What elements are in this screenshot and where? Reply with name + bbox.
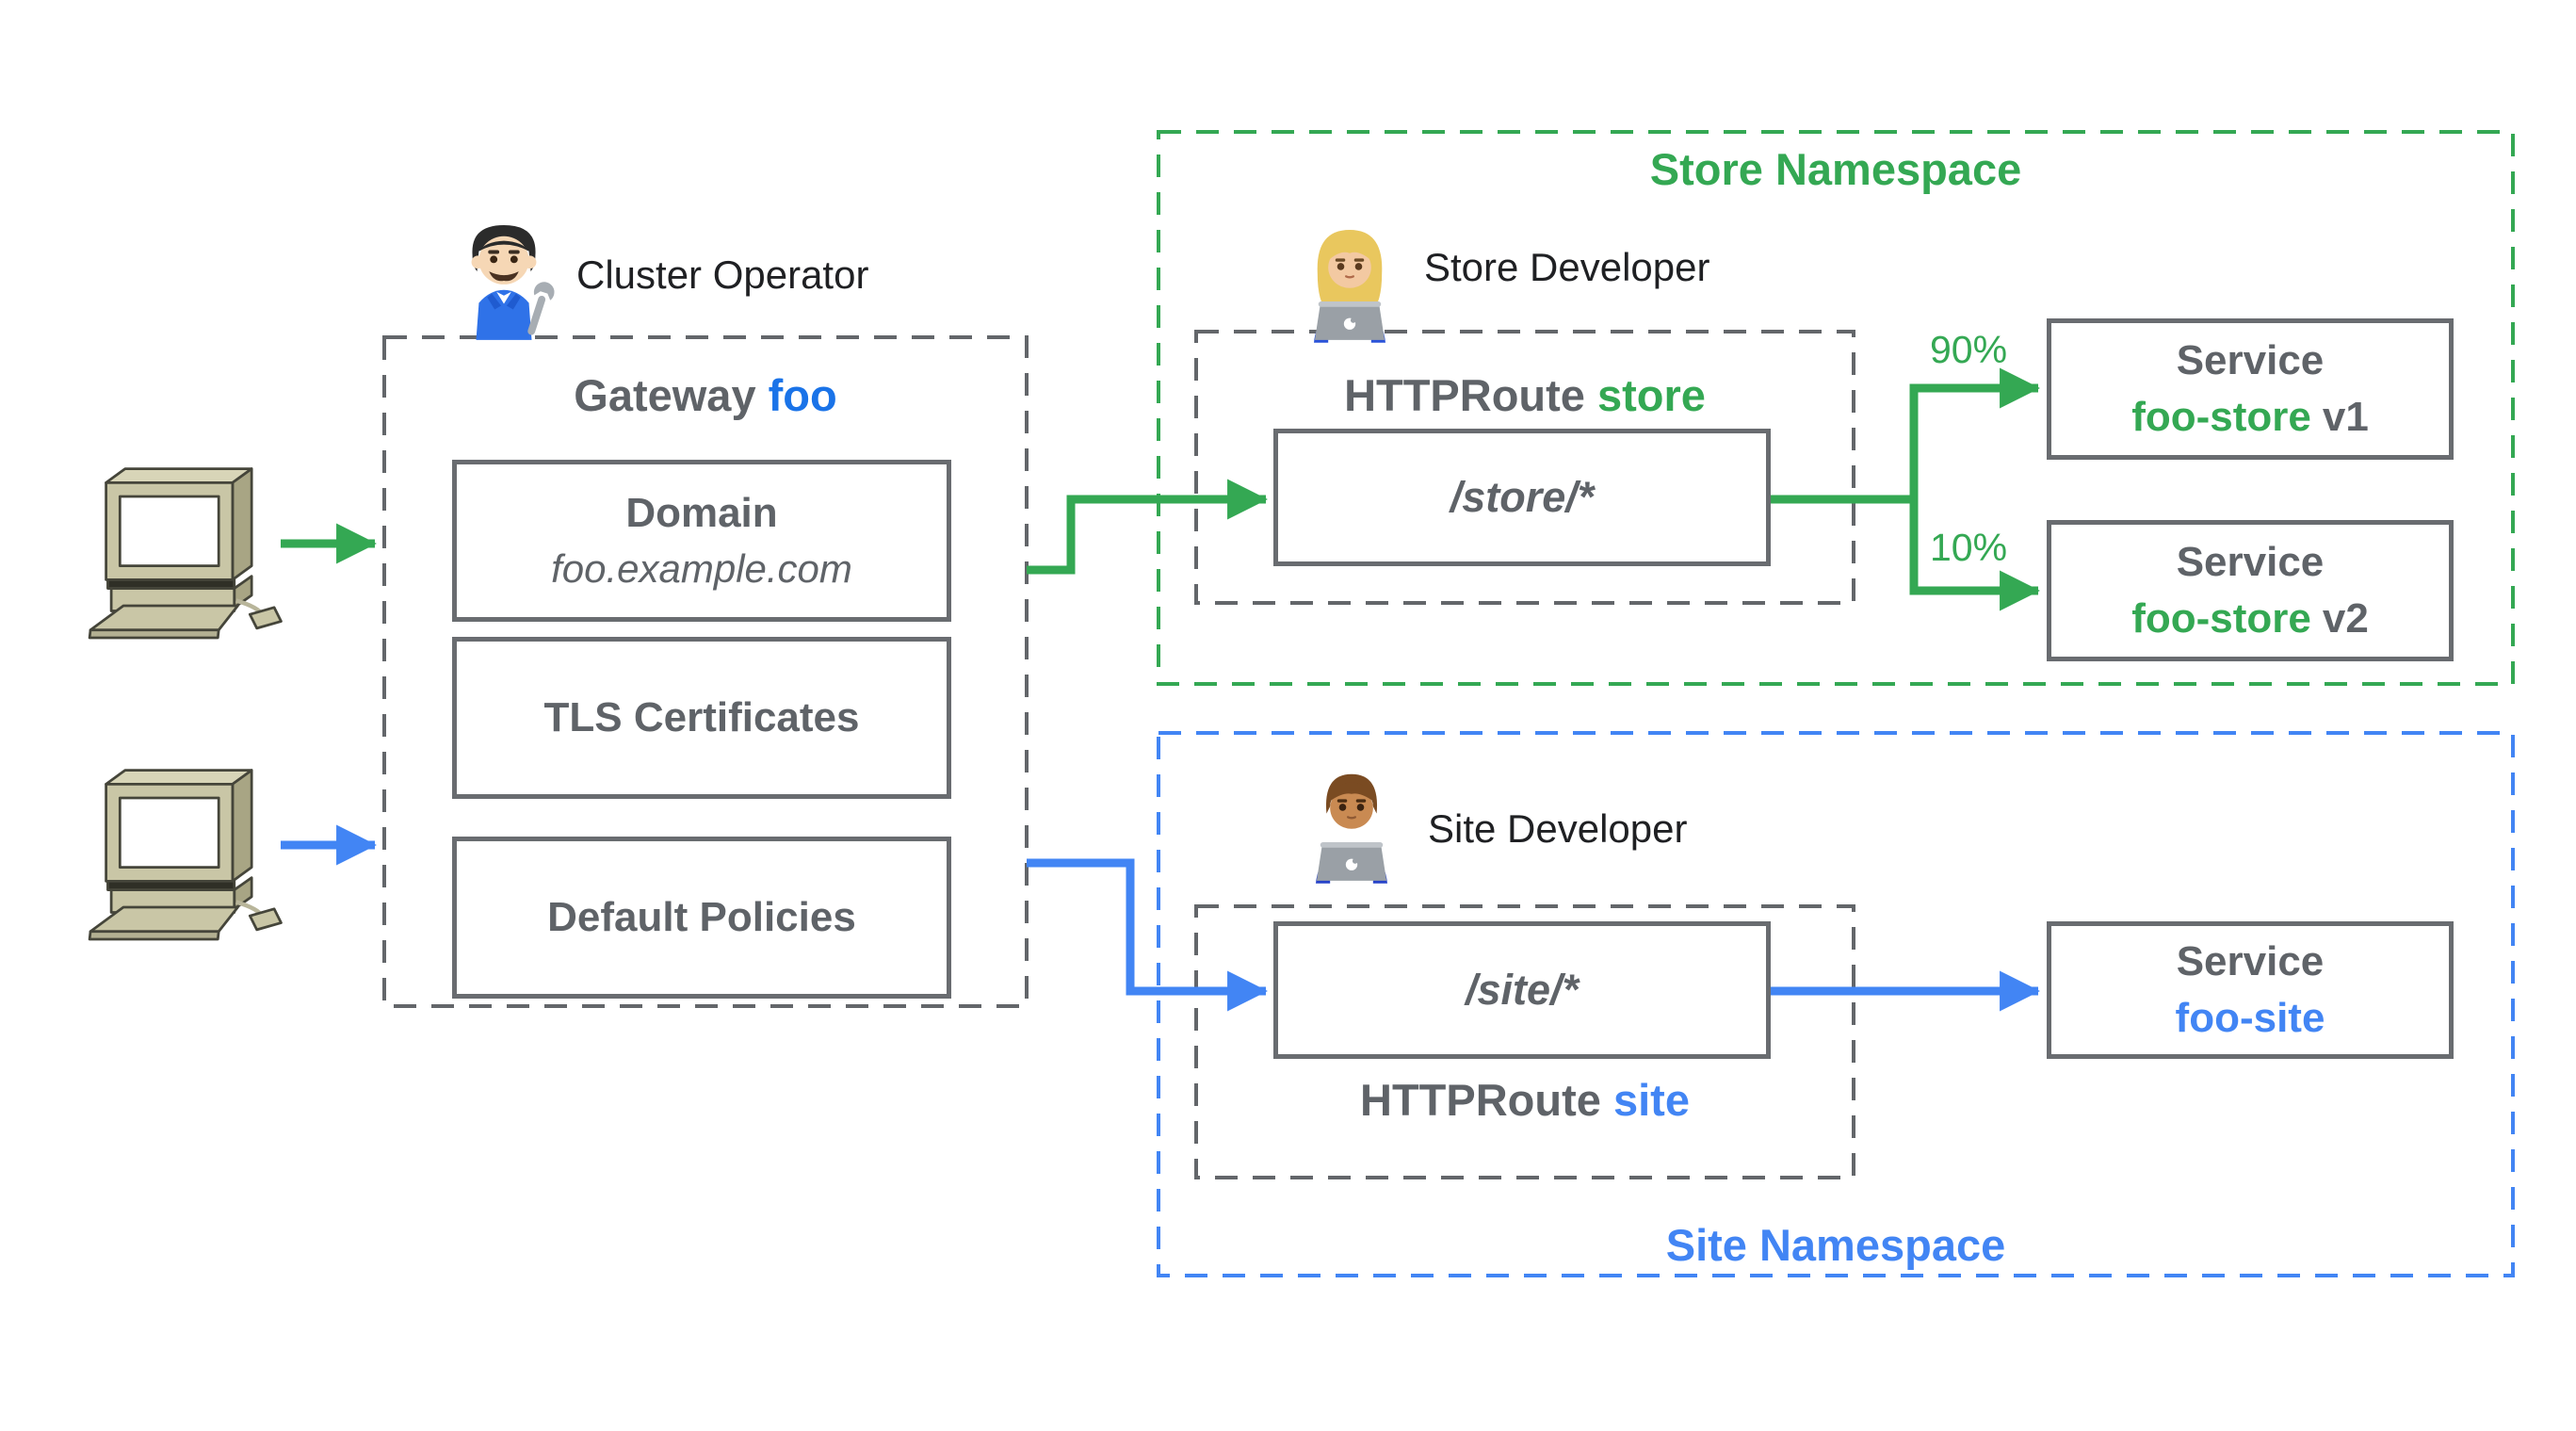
gateway-title: Gateway foo: [384, 369, 1027, 422]
cluster-operator-label: Cluster Operator: [576, 252, 869, 297]
domain-box-value: foo.example.com: [551, 546, 852, 591]
store-developer-icon: [1314, 230, 1385, 343]
traffic-weight-90: 90%: [1929, 328, 2008, 371]
httproute-site-name: site: [1612, 1075, 1690, 1125]
cluster-operator-icon: [471, 224, 555, 340]
service-site-name: foo-site: [2176, 995, 2325, 1042]
site-path-box: /site/*: [1273, 921, 1771, 1059]
site-path-label: /site/*: [1465, 966, 1580, 1014]
client-computer-icon-bottom: [88, 769, 283, 941]
service-v2-title: Service: [2176, 539, 2325, 585]
site-developer-icon: [1316, 773, 1387, 884]
service-v2-version: v2: [2322, 595, 2369, 642]
client-computer-icon-top: [88, 467, 283, 640]
site-namespace-label: Site Namespace: [1665, 1220, 2006, 1270]
default-policies-label: Default Policies: [547, 894, 856, 940]
service-v1-name-line: foo-store v1: [2131, 394, 2369, 441]
traffic-weight-10: 10%: [1929, 526, 2008, 569]
service-v1-title: Service: [2176, 337, 2325, 383]
gateway-title-name: foo: [768, 370, 837, 420]
service-foo-store-v1-box: Service foo-store v1: [2047, 318, 2454, 460]
service-v1-version: v1: [2322, 394, 2369, 440]
service-foo-site-box: Service foo-site: [2047, 921, 2454, 1059]
httproute-store-title: HTTPRoute store: [1196, 369, 1854, 422]
arrow-gateway-to-store-route: [1027, 479, 1268, 575]
service-v2-name: foo-store: [2131, 595, 2311, 642]
store-namespace-label: Store Namespace: [1649, 144, 2022, 194]
domain-box-title: Domain: [625, 490, 778, 536]
store-path-box: /store/*: [1273, 429, 1771, 566]
domain-box: Domain foo.example.com: [452, 460, 951, 622]
site-developer-label: Site Developer: [1428, 806, 1688, 851]
httproute-site-title: HTTPRoute site: [1196, 1074, 1854, 1127]
default-policies-box: Default Policies: [452, 837, 951, 999]
httproute-site-prefix: HTTPRoute: [1360, 1075, 1601, 1125]
tls-certificates-box: TLS Certificates: [452, 637, 951, 799]
service-v1-name: foo-store: [2131, 394, 2311, 440]
service-site-title: Service: [2176, 938, 2325, 984]
service-foo-store-v2-box: Service foo-store v2: [2047, 520, 2454, 661]
store-developer-label: Store Developer: [1424, 245, 1710, 289]
httproute-store-prefix: HTTPRoute: [1344, 370, 1585, 420]
httproute-store-name: store: [1597, 370, 1706, 420]
service-site-name-text: foo-site: [2175, 995, 2325, 1041]
arrow-gateway-to-site-route: [1027, 858, 1268, 1012]
gateway-title-prefix: Gateway: [574, 370, 756, 420]
tls-certificates-label: TLS Certificates: [543, 694, 860, 740]
store-path-label: /store/*: [1450, 473, 1595, 521]
service-v2-name-line: foo-store v2: [2131, 595, 2369, 642]
